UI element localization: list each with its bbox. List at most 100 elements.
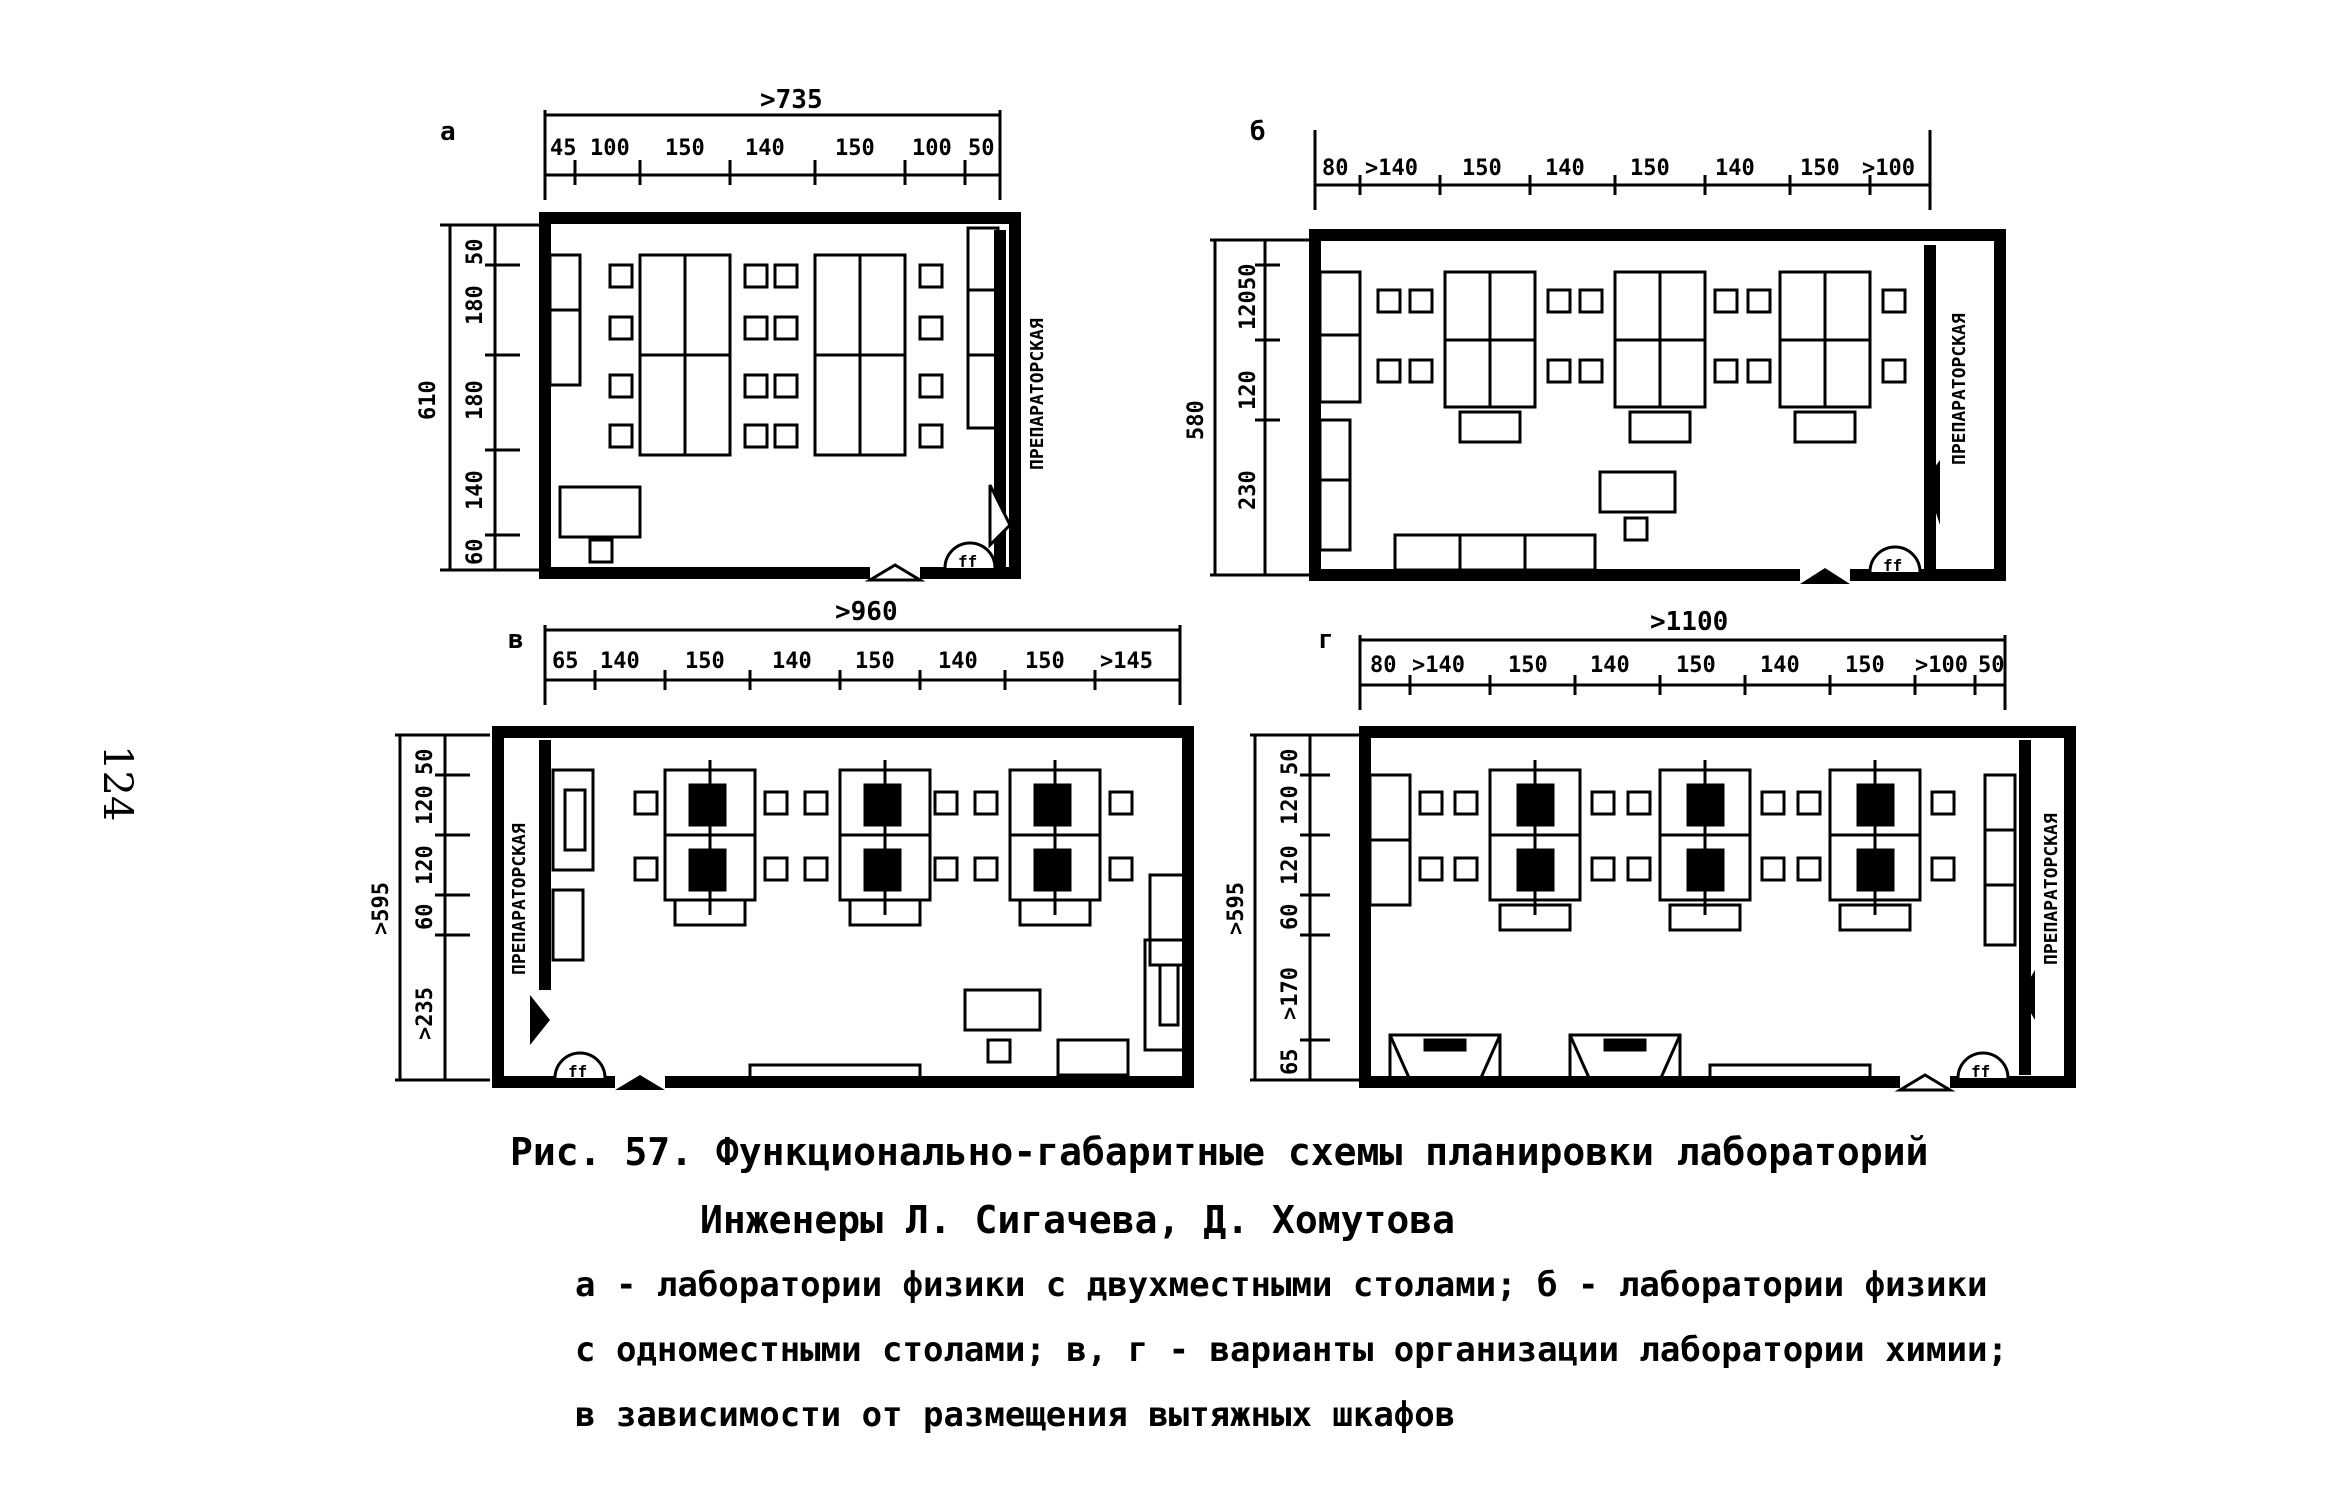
- plan-a-entrance-marker: [864, 563, 926, 582]
- plan-b-dim-side: 230: [1236, 470, 1261, 510]
- plan-b-chairs: [1376, 288, 1907, 384]
- plan-a-prep-room-marker: [988, 484, 1012, 549]
- plan-b-dim-side: 120: [1236, 290, 1261, 330]
- plan-b: б 80 >140 150 140 150 140 150 >100: [1184, 117, 2006, 584]
- plan-g-top-dimension-line: [1358, 635, 2007, 710]
- plan-v-dim-top: 65: [552, 649, 579, 674]
- plan-v-walls: [492, 726, 1194, 1088]
- plan-g-dim-top: 80: [1370, 653, 1397, 678]
- plan-v-dim-top: 140: [772, 649, 812, 674]
- plan-g-label: г: [1318, 625, 1334, 655]
- svg-text:ff: ff: [568, 1062, 587, 1081]
- plan-g-prep-room-marker: [2020, 970, 2035, 1020]
- plan-b-walls: [1309, 229, 2006, 581]
- plan-g-side-dimension-line: [1250, 733, 1360, 1082]
- plan-a-dim-side: 180: [463, 285, 488, 325]
- plan-v-entrance-marker: [615, 1075, 665, 1090]
- plan-b-dim-top: 140: [1545, 156, 1585, 181]
- plan-a-door-icon: [943, 541, 997, 569]
- svg-text:ff: ff: [958, 552, 977, 571]
- plan-a-dim-top: 100: [590, 136, 630, 161]
- plan-a-dim-side: 140: [463, 470, 488, 510]
- plan-g: г >1100 80 >140 150 140 150 140 150 >100…: [1224, 607, 2076, 1092]
- plan-b-dim-side: 120: [1236, 370, 1261, 410]
- plan-g-total-dimension: >1100: [1650, 607, 1728, 637]
- plan-g-dim-top: 140: [1760, 653, 1800, 678]
- plan-g-dim-top: 150: [1508, 653, 1548, 678]
- plan-a-total-dimension: >735: [760, 85, 823, 115]
- plan-v-side-dimension-line: [395, 733, 490, 1082]
- plan-v-door-icon: [553, 1051, 607, 1079]
- plan-a-dim-top: 150: [835, 136, 875, 161]
- plan-a-dim-top: 140: [745, 136, 785, 161]
- plan-b-dim-top: 140: [1715, 156, 1755, 181]
- plan-v-total-dimension: >960: [835, 597, 898, 627]
- plan-g-dim-side: 60: [1278, 904, 1303, 931]
- plan-v-dim-top: 150: [685, 649, 725, 674]
- plan-g-dim-top: 150: [1676, 653, 1716, 678]
- plan-g-overall-side: >595: [1224, 882, 1249, 935]
- plan-g-entrance-marker: [1894, 1073, 1956, 1092]
- plan-b-dim-side: 50: [1236, 264, 1261, 291]
- plan-b-side-dimension-line: [1210, 238, 1310, 577]
- plan-v-chairs: [633, 790, 1134, 882]
- plan-v-dim-top: >145: [1100, 649, 1153, 674]
- plan-a-dim-top: 50: [968, 136, 995, 161]
- plan-b-dim-top: >140: [1365, 156, 1418, 181]
- plan-b-prep-room-marker: [1925, 460, 1940, 525]
- plan-g-dim-side: 50: [1278, 749, 1303, 776]
- plan-v-dim-side: 50: [413, 749, 438, 776]
- plan-v: в >960 65 140 150 140 150 140 150 >145: [369, 597, 1194, 1091]
- svg-text:ff: ff: [1883, 556, 1902, 575]
- plan-a-prep-room-label: ПРЕПАРАТОРСКАЯ: [1027, 318, 1048, 470]
- figure-caption-line: а - лаборатории физики с двухместными ст…: [575, 1265, 1988, 1305]
- plan-g-dim-side: 65: [1278, 1049, 1303, 1076]
- plan-b-furniture: [1318, 270, 1872, 572]
- plan-b-door-icon: [1868, 545, 1922, 573]
- plan-v-overall-side: >595: [369, 882, 394, 935]
- plan-g-dim-top: 50: [1978, 653, 2005, 678]
- plan-a-side-dimension-line: [440, 223, 540, 572]
- plan-v-dim-side: 120: [413, 845, 438, 885]
- plan-g-dim-top: 150: [1845, 653, 1885, 678]
- plan-v-dim-top: 150: [855, 649, 895, 674]
- plan-b-dim-top: >100: [1862, 156, 1915, 181]
- plan-a-label: а: [440, 117, 456, 147]
- plan-a-furniture: [548, 226, 1000, 564]
- plan-a-dim-side: 180: [463, 380, 488, 420]
- plan-a: а >735 45 100 150 140 150 100 50: [416, 85, 1048, 582]
- plan-v-prep-room-label: ПРЕПАРАТОРСКАЯ: [509, 823, 530, 975]
- figure-caption-title: Рис. 57. Функционально-габаритные схемы …: [510, 1130, 1929, 1174]
- plan-a-dim-top: 150: [665, 136, 705, 161]
- plan-g-door-icon: [1956, 1051, 2010, 1079]
- plan-g-dim-side: 120: [1278, 785, 1303, 825]
- plan-g-dim-top: 140: [1590, 653, 1630, 678]
- plan-g-walls: [1359, 726, 2076, 1088]
- plan-b-label: б: [1250, 117, 1266, 147]
- figure-caption-authors: Инженеры Л. Сигачева, Д. Хомутова: [700, 1198, 1455, 1242]
- plan-v-prep-room-marker: [530, 995, 550, 1045]
- plan-v-dim-side: >235: [413, 987, 438, 1040]
- plan-v-dim-top: 150: [1025, 649, 1065, 674]
- plan-a-dim-top: 100: [912, 136, 952, 161]
- plan-b-prep-room-label: ПРЕПАРАТОРСКАЯ: [1949, 313, 1970, 465]
- plan-a-overall-side: 610: [416, 380, 441, 420]
- plan-v-label: в: [508, 625, 524, 655]
- plan-b-entrance-marker: [1800, 568, 1850, 584]
- plan-v-top-dimension-line: [543, 625, 1182, 705]
- plan-b-dim-top: 150: [1462, 156, 1502, 181]
- plan-g-dim-side: 120: [1278, 845, 1303, 885]
- plan-b-dim-top: 150: [1800, 156, 1840, 181]
- plan-g-dim-side: >170: [1278, 967, 1303, 1020]
- svg-text:ff: ff: [1971, 1062, 1990, 1081]
- plan-b-dim-top: 80: [1322, 156, 1349, 181]
- plan-v-furniture: [551, 760, 1187, 1082]
- page-number: 124: [94, 745, 140, 822]
- plan-a-chairs: [608, 263, 944, 449]
- plan-b-top-dimension-line: [1313, 130, 1932, 210]
- plan-v-dim-side: 60: [413, 904, 438, 931]
- plan-b-overall-side: 580: [1184, 400, 1209, 440]
- figure-caption-line: в зависимости от размещения вытяжных шка…: [575, 1395, 1456, 1435]
- plan-g-chairs: [1418, 790, 1956, 882]
- plan-a-dim-side: 60: [463, 539, 488, 566]
